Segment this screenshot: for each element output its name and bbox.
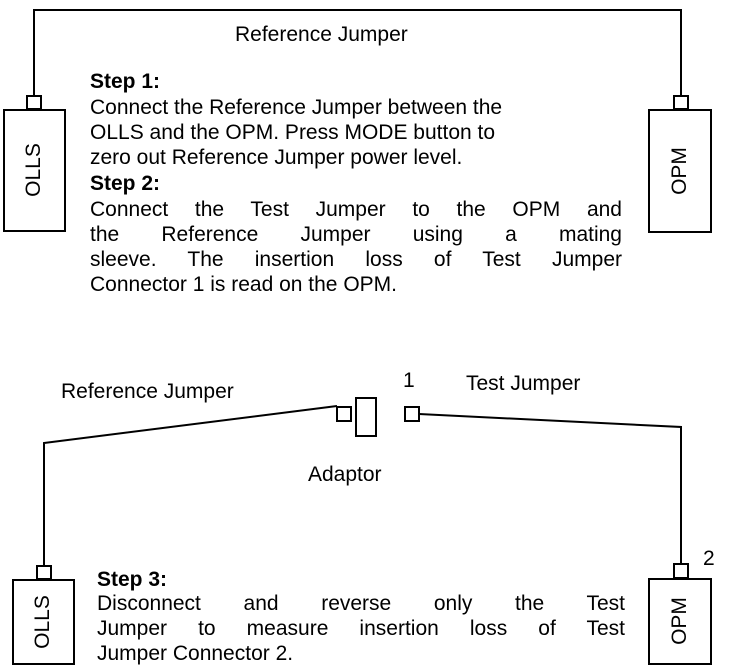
step1-line-1: Connect the Reference Jumper between the (90, 96, 503, 119)
bottom-reference-jumper-label: Reference Jumper (61, 380, 234, 403)
bottom-opm-label: OPM (668, 597, 691, 645)
step1-title: Step 1: (90, 70, 161, 93)
test-jumper-connector-2 (673, 563, 689, 579)
top-olls-label: OLLS (22, 143, 45, 197)
bottom-olls-device (12, 579, 75, 665)
step3-line-1: Disconnect and reverse only the Test (97, 592, 625, 615)
top-olls-connector (26, 95, 42, 110)
reference-jumper-connector (336, 406, 352, 422)
top-opm-device (648, 109, 712, 233)
test-jumper-line (418, 413, 682, 564)
step2-line-3: sleeve. The insertion loss of Test Jumpe… (90, 248, 622, 271)
step3-line-2: Jumper to measure insertion loss of Test (97, 617, 625, 640)
top-reference-jumper-line (33, 9, 682, 96)
bottom-olls-label: OLLS (31, 595, 54, 649)
adaptor-sleeve (355, 397, 377, 437)
step1-line-2: OLLS and the OPM. Press MODE button to (90, 121, 496, 144)
top-olls-device (3, 109, 66, 232)
test-jumper-connector-1 (404, 406, 420, 422)
step2-line-2: the Reference Jumper using a mating (90, 223, 622, 246)
bottom-opm-device (648, 578, 712, 665)
step2-line-4: Connector 1 is read on the OPM. (90, 273, 397, 296)
top-opm-connector (673, 95, 689, 110)
connector-1-label: 1 (403, 369, 415, 392)
step2-line-1: Connect the Test Jumper to the OPM and (90, 198, 622, 221)
step3-title: Step 3: (97, 568, 168, 591)
top-opm-label: OPM (668, 147, 691, 195)
step3-line-3: Jumper Connector 2. (97, 642, 294, 665)
top-reference-jumper-label: Reference Jumper (235, 23, 408, 46)
step2-title: Step 2: (90, 172, 161, 195)
step1-line-3: zero out Reference Jumper power level. (90, 146, 463, 169)
connector-2-label: 2 (703, 547, 715, 570)
adaptor-label: Adaptor (308, 463, 382, 486)
bottom-reference-jumper-line (43, 405, 338, 566)
bottom-olls-connector (36, 565, 52, 580)
test-jumper-label: Test Jumper (466, 372, 581, 395)
